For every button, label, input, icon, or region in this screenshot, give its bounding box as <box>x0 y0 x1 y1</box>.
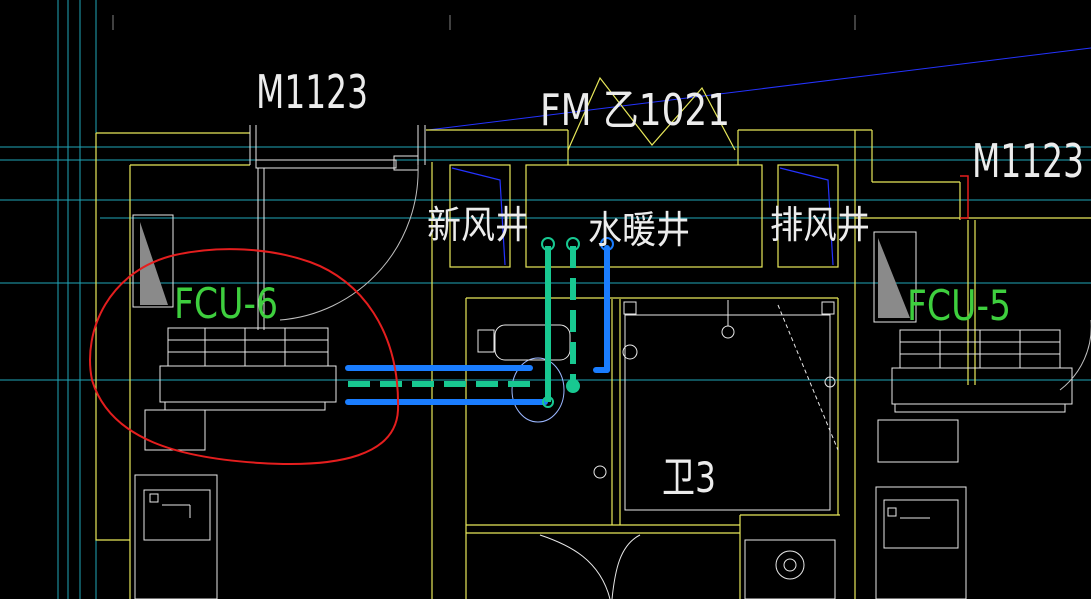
green-pipes <box>348 246 576 402</box>
shaft-markers <box>451 167 834 266</box>
walls <box>95 76 1091 599</box>
plumbing-shaft-label: 水暖井 <box>588 208 690 252</box>
window-triangle-right <box>878 238 910 318</box>
pipe-ends <box>541 237 614 408</box>
red-bracket <box>960 175 969 219</box>
fcu-label-left: FCU-6 <box>174 279 278 328</box>
exhaust-shaft-label: 排风井 <box>770 203 870 247</box>
white-linework <box>132 125 1091 599</box>
top-ticks <box>112 15 856 30</box>
annotation-circle <box>89 248 400 465</box>
blue-pipes <box>345 245 610 405</box>
fcu-label-right: FCU-5 <box>907 281 1011 330</box>
bathroom-label: 卫3 <box>662 453 716 502</box>
leader-line <box>427 47 1091 131</box>
door-label-right: M1123 <box>972 134 1084 188</box>
window-triangle-left <box>140 222 168 305</box>
door-label-left: M1123 <box>256 65 368 119</box>
fire-door-label: FM 乙1021 <box>540 85 730 136</box>
fresh-air-shaft-label: 新风井 <box>427 203 529 247</box>
